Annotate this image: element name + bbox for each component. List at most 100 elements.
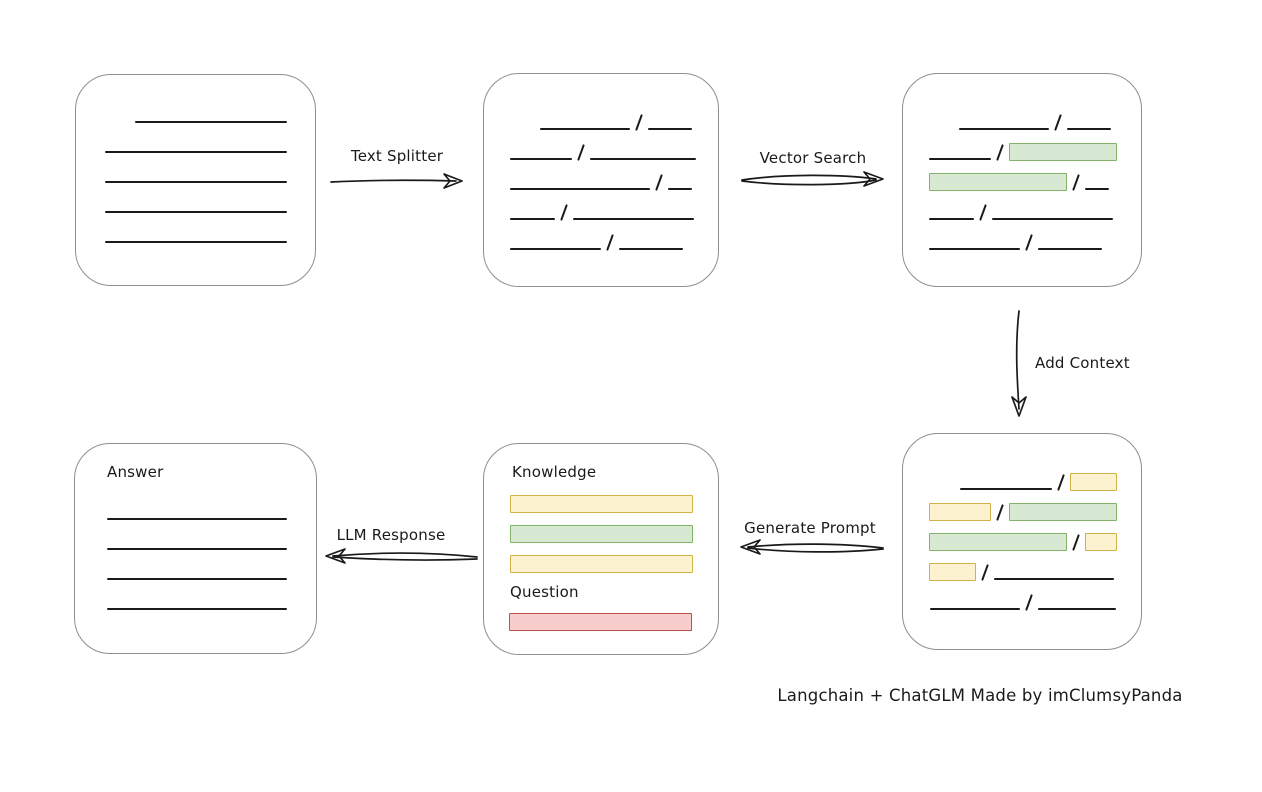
green-highlight-chunk bbox=[1009, 143, 1117, 161]
red-prompt-bar bbox=[509, 613, 692, 631]
text-splitter-arrowhead bbox=[443, 173, 463, 189]
text-splitter-arrow bbox=[330, 179, 457, 183]
slash-separator bbox=[1057, 474, 1065, 491]
chunk-row bbox=[76, 184, 315, 214]
slash-separator bbox=[1072, 174, 1080, 191]
text-line bbox=[105, 241, 287, 243]
chunk-row bbox=[484, 131, 718, 161]
answer-node: Answer bbox=[74, 443, 317, 654]
green-highlight-chunk bbox=[929, 173, 1067, 191]
vector-search-label: Vector Search bbox=[759, 149, 867, 167]
searched-chunks-node bbox=[902, 73, 1142, 287]
text-line bbox=[510, 248, 601, 250]
yellow-prompt-bar bbox=[510, 495, 693, 513]
text-line bbox=[105, 181, 287, 183]
text-line bbox=[929, 248, 1020, 250]
answer-line bbox=[107, 518, 287, 520]
chunk-row bbox=[484, 221, 718, 251]
slash-separator bbox=[1072, 534, 1080, 551]
text-line bbox=[619, 248, 683, 250]
answer-line bbox=[107, 548, 287, 550]
text-line bbox=[648, 128, 692, 130]
answer-lines bbox=[107, 518, 287, 638]
green-highlight-chunk bbox=[929, 533, 1067, 551]
chunk-row bbox=[903, 221, 1141, 251]
slash-separator bbox=[635, 114, 643, 131]
text-line bbox=[510, 188, 650, 190]
split-chunks-node bbox=[483, 73, 719, 287]
prompt-node: Knowledge Question bbox=[483, 443, 719, 655]
vector-search-arrow bbox=[741, 174, 877, 181]
text-line bbox=[994, 578, 1114, 580]
add-context-arrowhead bbox=[1011, 396, 1027, 417]
text-line bbox=[1067, 128, 1111, 130]
slash-separator bbox=[1025, 234, 1033, 251]
chunk-row bbox=[903, 581, 1141, 611]
chunk-row bbox=[903, 551, 1141, 581]
text-line bbox=[1038, 248, 1102, 250]
slash-separator bbox=[979, 204, 987, 221]
text-line bbox=[540, 128, 630, 130]
knowledge-heading: Knowledge bbox=[512, 463, 597, 481]
vector-search-arrowhead bbox=[863, 171, 884, 187]
slash-separator bbox=[1054, 114, 1062, 131]
add-context-arrow bbox=[1015, 310, 1020, 410]
text-line bbox=[929, 218, 974, 220]
text-line bbox=[992, 218, 1113, 220]
slash-separator bbox=[606, 234, 614, 251]
yellow-highlight-chunk bbox=[1070, 473, 1117, 491]
text-line bbox=[510, 218, 555, 220]
green-prompt-bar bbox=[510, 525, 693, 543]
yellow-highlight-chunk bbox=[929, 503, 991, 521]
chunk-row bbox=[76, 154, 315, 184]
slash-separator bbox=[560, 204, 568, 221]
context-chunks-node bbox=[902, 433, 1142, 650]
searched-chunk-rows bbox=[903, 101, 1141, 251]
split-chunk-rows bbox=[484, 101, 718, 251]
generate-prompt-arrow-2 bbox=[747, 547, 884, 553]
chunk-row bbox=[903, 491, 1141, 521]
text-line bbox=[1085, 188, 1109, 190]
chunk-row bbox=[484, 191, 718, 221]
text-line bbox=[573, 218, 694, 220]
chunk-row bbox=[76, 124, 315, 154]
text-line bbox=[1038, 608, 1116, 610]
diagram-caption: Langchain + ChatGLM Made by imClumsyPand… bbox=[777, 686, 1183, 705]
chunk-row bbox=[903, 521, 1141, 551]
slash-separator bbox=[655, 174, 663, 191]
slash-separator bbox=[996, 144, 1004, 161]
chunk-row bbox=[903, 161, 1141, 191]
text-line bbox=[959, 128, 1049, 130]
text-line bbox=[590, 158, 696, 160]
answer-line bbox=[107, 608, 287, 610]
text-line bbox=[960, 488, 1052, 490]
slash-separator bbox=[996, 504, 1004, 521]
text-line bbox=[668, 188, 692, 190]
yellow-highlight-chunk bbox=[1085, 533, 1117, 551]
chunk-row bbox=[484, 101, 718, 131]
add-context-label: Add Context bbox=[1035, 354, 1130, 372]
green-highlight-chunk bbox=[1009, 503, 1117, 521]
chunk-row bbox=[484, 161, 718, 191]
yellow-prompt-bar bbox=[510, 555, 693, 573]
slash-separator bbox=[577, 144, 585, 161]
slash-separator bbox=[1025, 594, 1033, 611]
chunk-row bbox=[903, 461, 1141, 491]
yellow-highlight-chunk bbox=[929, 563, 976, 581]
document-lines bbox=[76, 94, 315, 244]
knowledge-bars bbox=[510, 495, 693, 585]
context-chunk-rows bbox=[903, 461, 1141, 611]
chunk-row bbox=[903, 101, 1141, 131]
slash-separator bbox=[981, 564, 989, 581]
text-line bbox=[930, 608, 1020, 610]
chunk-row bbox=[903, 191, 1141, 221]
text-line bbox=[105, 151, 287, 153]
answer-line bbox=[107, 578, 287, 580]
generate-prompt-arrow bbox=[747, 543, 884, 549]
chunk-row bbox=[903, 131, 1141, 161]
llm-response-arrow bbox=[332, 552, 478, 558]
chunk-row bbox=[76, 94, 315, 124]
llm-response-arrowhead bbox=[325, 548, 346, 564]
generate-prompt-arrowhead bbox=[740, 539, 761, 555]
